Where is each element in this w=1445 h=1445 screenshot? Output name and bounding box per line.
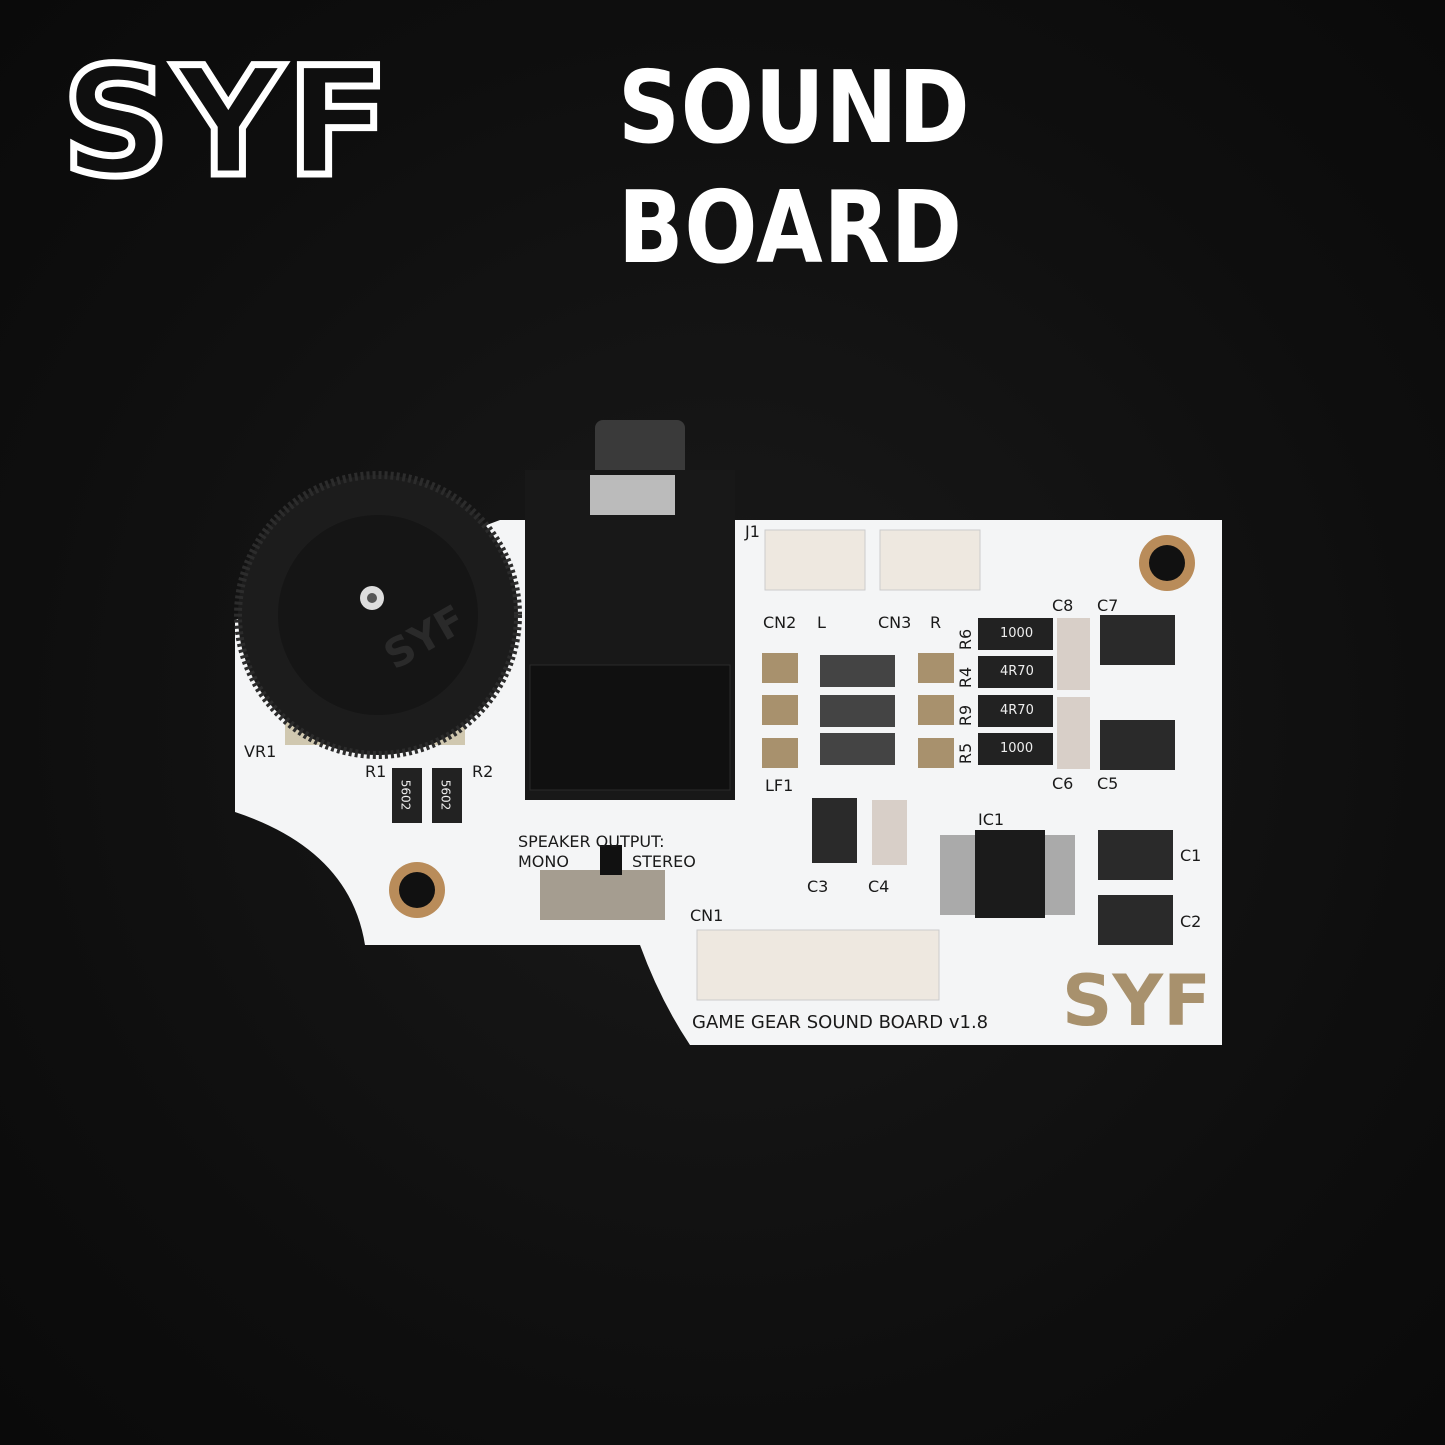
lf1-filter — [762, 653, 954, 768]
code-r9: 4R70 — [1000, 703, 1034, 718]
connector-cn1 — [696, 929, 940, 1001]
label-cn1: CN1 — [690, 906, 724, 925]
label-c7: C7 — [1097, 596, 1119, 615]
label-ic1: IC1 — [978, 810, 1005, 829]
label-stereo: STEREO — [632, 852, 696, 871]
code-r6: 1000 — [1000, 626, 1034, 641]
slide-switch — [540, 845, 665, 920]
mounting-hole-left — [389, 862, 445, 918]
page-title: SOUND BOARD — [618, 49, 971, 286]
label-c5: C5 — [1097, 774, 1119, 793]
code-r1: 5602 — [398, 779, 413, 811]
label-mono: MONO — [518, 852, 569, 871]
tantalum-caps — [812, 615, 1175, 945]
ceramic-caps — [872, 618, 1090, 865]
label-r: R — [930, 613, 942, 632]
label-r9: R9 — [956, 704, 976, 727]
label-c3: C3 — [807, 877, 829, 896]
label-c6: C6 — [1052, 774, 1074, 793]
label-r6: R6 — [956, 628, 976, 651]
ic1-chip — [940, 830, 1075, 918]
connector-cn2 — [764, 529, 866, 591]
label-j1: J1 — [745, 522, 760, 541]
label-r4: R4 — [956, 666, 976, 689]
mounting-hole-top-right — [1139, 535, 1195, 591]
label-r5: R5 — [956, 742, 976, 765]
label-r1: R1 — [365, 762, 387, 781]
label-c1: C1 — [1180, 846, 1202, 865]
code-r2: 5602 — [438, 779, 453, 811]
label-cn3: CN3 — [878, 613, 912, 632]
label-c2: C2 — [1180, 912, 1202, 931]
code-r4: 4R70 — [1000, 664, 1034, 679]
resistor-array — [392, 618, 1053, 823]
board-name: GAME GEAR SOUND BOARD v1.8 — [692, 1012, 989, 1033]
label-cn2: CN2 — [763, 613, 797, 632]
label-c8: C8 — [1052, 596, 1074, 615]
board-logo: SYF — [1062, 960, 1211, 1042]
label-vr1: VR1 — [244, 742, 277, 761]
volume-knob: SYF — [234, 471, 522, 759]
connector-cn3 — [879, 529, 981, 591]
label-l: L — [817, 613, 826, 632]
audio-jack — [525, 420, 735, 800]
brand-logo: SYF — [58, 36, 394, 210]
label-c4: C4 — [868, 877, 890, 896]
label-r2: R2 — [472, 762, 494, 781]
label-lf1: LF1 — [765, 776, 794, 795]
label-speaker-output: SPEAKER OUTPUT: — [518, 832, 665, 851]
code-r5: 1000 — [1000, 741, 1034, 756]
